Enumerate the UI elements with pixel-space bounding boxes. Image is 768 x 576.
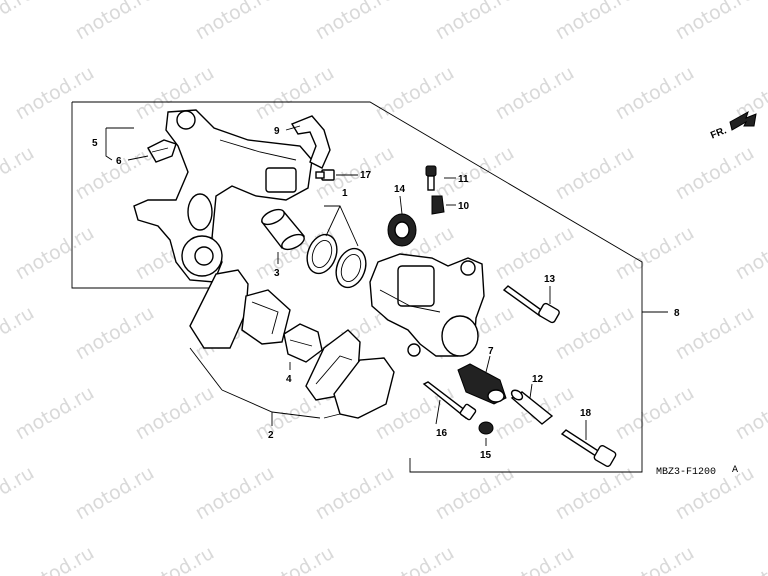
diagram-code-suffix: A [732,465,738,476]
watermark-text: motod.ru [312,0,398,44]
watermark-text: motod.ru [372,542,458,576]
watermark-text: motod.ru [12,542,98,576]
callout-4: 4 [286,374,292,385]
bleeder-cap [387,213,417,247]
watermark-text: motod.ru [612,62,698,125]
watermark-text: motod.ru [72,142,158,205]
watermark-text: motod.ru [0,462,38,525]
watermark-text: motod.ru [0,142,38,205]
watermark-text: motod.ru [612,222,698,285]
watermark-text: motod.ru [492,542,578,576]
watermark-text: motod.ru [192,0,278,44]
callout-11: 11 [458,174,469,185]
callout-5: 5 [92,138,98,149]
watermark-text: motod.ru [72,0,158,44]
pin-boot [147,139,177,163]
watermark-text: motod.ru [72,302,158,365]
callout-labels: 5 6 9 17 1 14 11 10 3 13 8 7 4 12 18 16 … [92,126,680,461]
callout-2: 2 [268,430,274,441]
watermark-text: motod.ru [732,62,768,125]
watermark-text: motod.ru [672,0,758,44]
callout-16: 16 [436,428,448,439]
watermark-text: motod.ru [0,0,38,44]
pin-bolt [502,285,560,324]
bracket-bolt [315,169,335,181]
caliper-bracket [133,109,313,283]
callout-6: 6 [116,156,122,167]
watermark-text: motod.ru [252,542,338,576]
watermark-text: motod.ru [432,462,518,525]
callout-8: 8 [674,308,680,319]
pin-boot-rubber [457,363,507,405]
watermark-text: motod.ru [12,222,98,285]
front-direction-arrow [729,110,757,131]
watermark-text: motod.ru [372,62,458,125]
callout-18: 18 [580,408,592,419]
watermark-text: motod.ru [12,62,98,125]
callout-9: 9 [274,126,280,137]
watermark-text: motod.ru [12,382,98,445]
brake-pad-left [189,269,291,349]
watermark-text: motod.ru [732,542,768,576]
watermark-text: motod.ru [432,0,518,44]
callout-7: 7 [488,346,494,357]
callout-14: 14 [394,184,406,195]
watermark-text: motod.ru [132,542,218,576]
diagram-code: MBZ3-F1200 [656,467,716,478]
watermark-text: motod.ru [552,0,638,44]
pad-spring [283,323,323,363]
caliper-piston [260,208,306,251]
leader-lines [105,125,587,446]
watermark-text: motod.ru [312,462,398,525]
pad-spring-clip [290,115,331,169]
callout-10: 10 [458,201,470,212]
watermark-text: motod.ru [552,302,638,365]
caliper-pin [422,381,477,421]
pin-nut [478,421,494,435]
watermark-text: motod.ru [612,382,698,445]
watermark-text: motod.ru [192,462,278,525]
callout-13: 13 [544,274,556,285]
caliper-body [369,253,485,357]
long-bolt [560,429,617,468]
watermark-text: motod.ru [432,142,518,205]
watermark-text: motod.ru [492,222,578,285]
brake-pad-right [305,329,395,419]
watermark-text: motod.ru [612,542,698,576]
watermark-text: motod.ru [492,62,578,125]
watermark-text: motod.ru [552,462,638,525]
direction-label: FR. [709,125,728,141]
watermark-text: motod.ru [0,302,38,365]
sleeve [510,389,554,425]
watermark-text: motod.ru [132,382,218,445]
callout-1: 1 [342,188,348,199]
watermark-text: motod.ru [252,62,338,125]
callout-17: 17 [360,170,372,181]
callout-15: 15 [480,450,492,461]
watermark-text: motod.ru [732,382,768,445]
piston-seals [306,233,367,289]
watermark-text: motod.ru [672,302,758,365]
watermark-text: motod.ru [552,142,638,205]
callout-3: 3 [274,268,280,279]
watermark-text: motod.ru [72,462,158,525]
assembly-outline [71,101,668,473]
callout-12: 12 [532,374,544,385]
watermark-text: motod.ru [732,222,768,285]
watermark-text: motod.ru [672,142,758,205]
bleeder-valve [425,165,445,215]
